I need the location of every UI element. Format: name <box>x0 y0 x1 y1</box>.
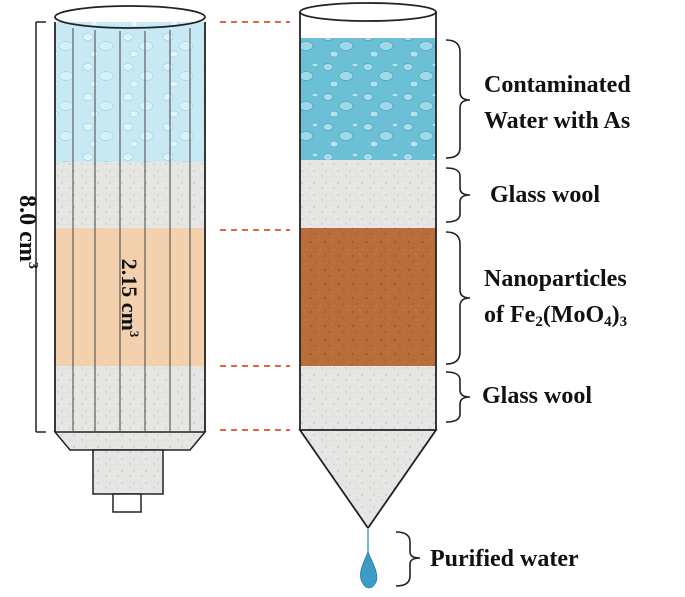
right-water-layer <box>300 38 436 160</box>
label-nanoparticles-line2: of Fe2(MoO4)3 <box>484 302 627 330</box>
brace-nanoparticles <box>445 231 471 365</box>
brace-glass-wool-top <box>445 167 471 223</box>
left-tube-facets <box>72 28 191 432</box>
right-tube-rim <box>299 2 437 22</box>
total-volume-bracket <box>35 21 46 433</box>
right-glass-wool-top <box>300 160 436 228</box>
total-volume-label: 8.0 cm3 <box>14 195 40 269</box>
label-nanoparticles-line1: Nanoparticles <box>484 266 627 292</box>
right-nanoparticle-layer <box>300 228 436 366</box>
left-tube-outline <box>54 22 206 432</box>
left-glass-wool-top <box>55 162 205 228</box>
guide-lines <box>220 21 290 431</box>
droplet-icon <box>360 550 378 589</box>
left-outlet <box>92 449 164 495</box>
left-water-layer <box>55 22 205 162</box>
brace-contaminated <box>445 39 471 159</box>
label-glass-wool-bottom: Glass wool <box>482 383 592 409</box>
right-column <box>298 2 438 589</box>
labels: Contaminated Water with As Glass wool Na… <box>430 72 631 572</box>
left-tube-rim <box>54 5 206 29</box>
left-outlet-tip <box>112 493 142 513</box>
label-contaminated-line1: Contaminated <box>484 72 631 98</box>
label-contaminated-line2: Water with As <box>484 108 630 134</box>
label-glass-wool-top: Glass wool <box>490 182 600 208</box>
brace-glass-wool-bottom <box>445 371 471 423</box>
left-glass-wool-bottom <box>55 366 205 432</box>
right-column-cone <box>298 429 438 530</box>
left-column: 8.0 cm3 2.15 cm3 <box>14 5 207 513</box>
brace-purified <box>395 531 421 587</box>
braces <box>395 39 471 587</box>
right-glass-wool-bottom <box>300 366 436 430</box>
left-nanoparticle-layer <box>55 228 205 366</box>
left-column-taper <box>53 431 207 451</box>
label-purified-water: Purified water <box>430 546 579 572</box>
bed-volume-label: 2.15 cm3 <box>117 259 142 338</box>
